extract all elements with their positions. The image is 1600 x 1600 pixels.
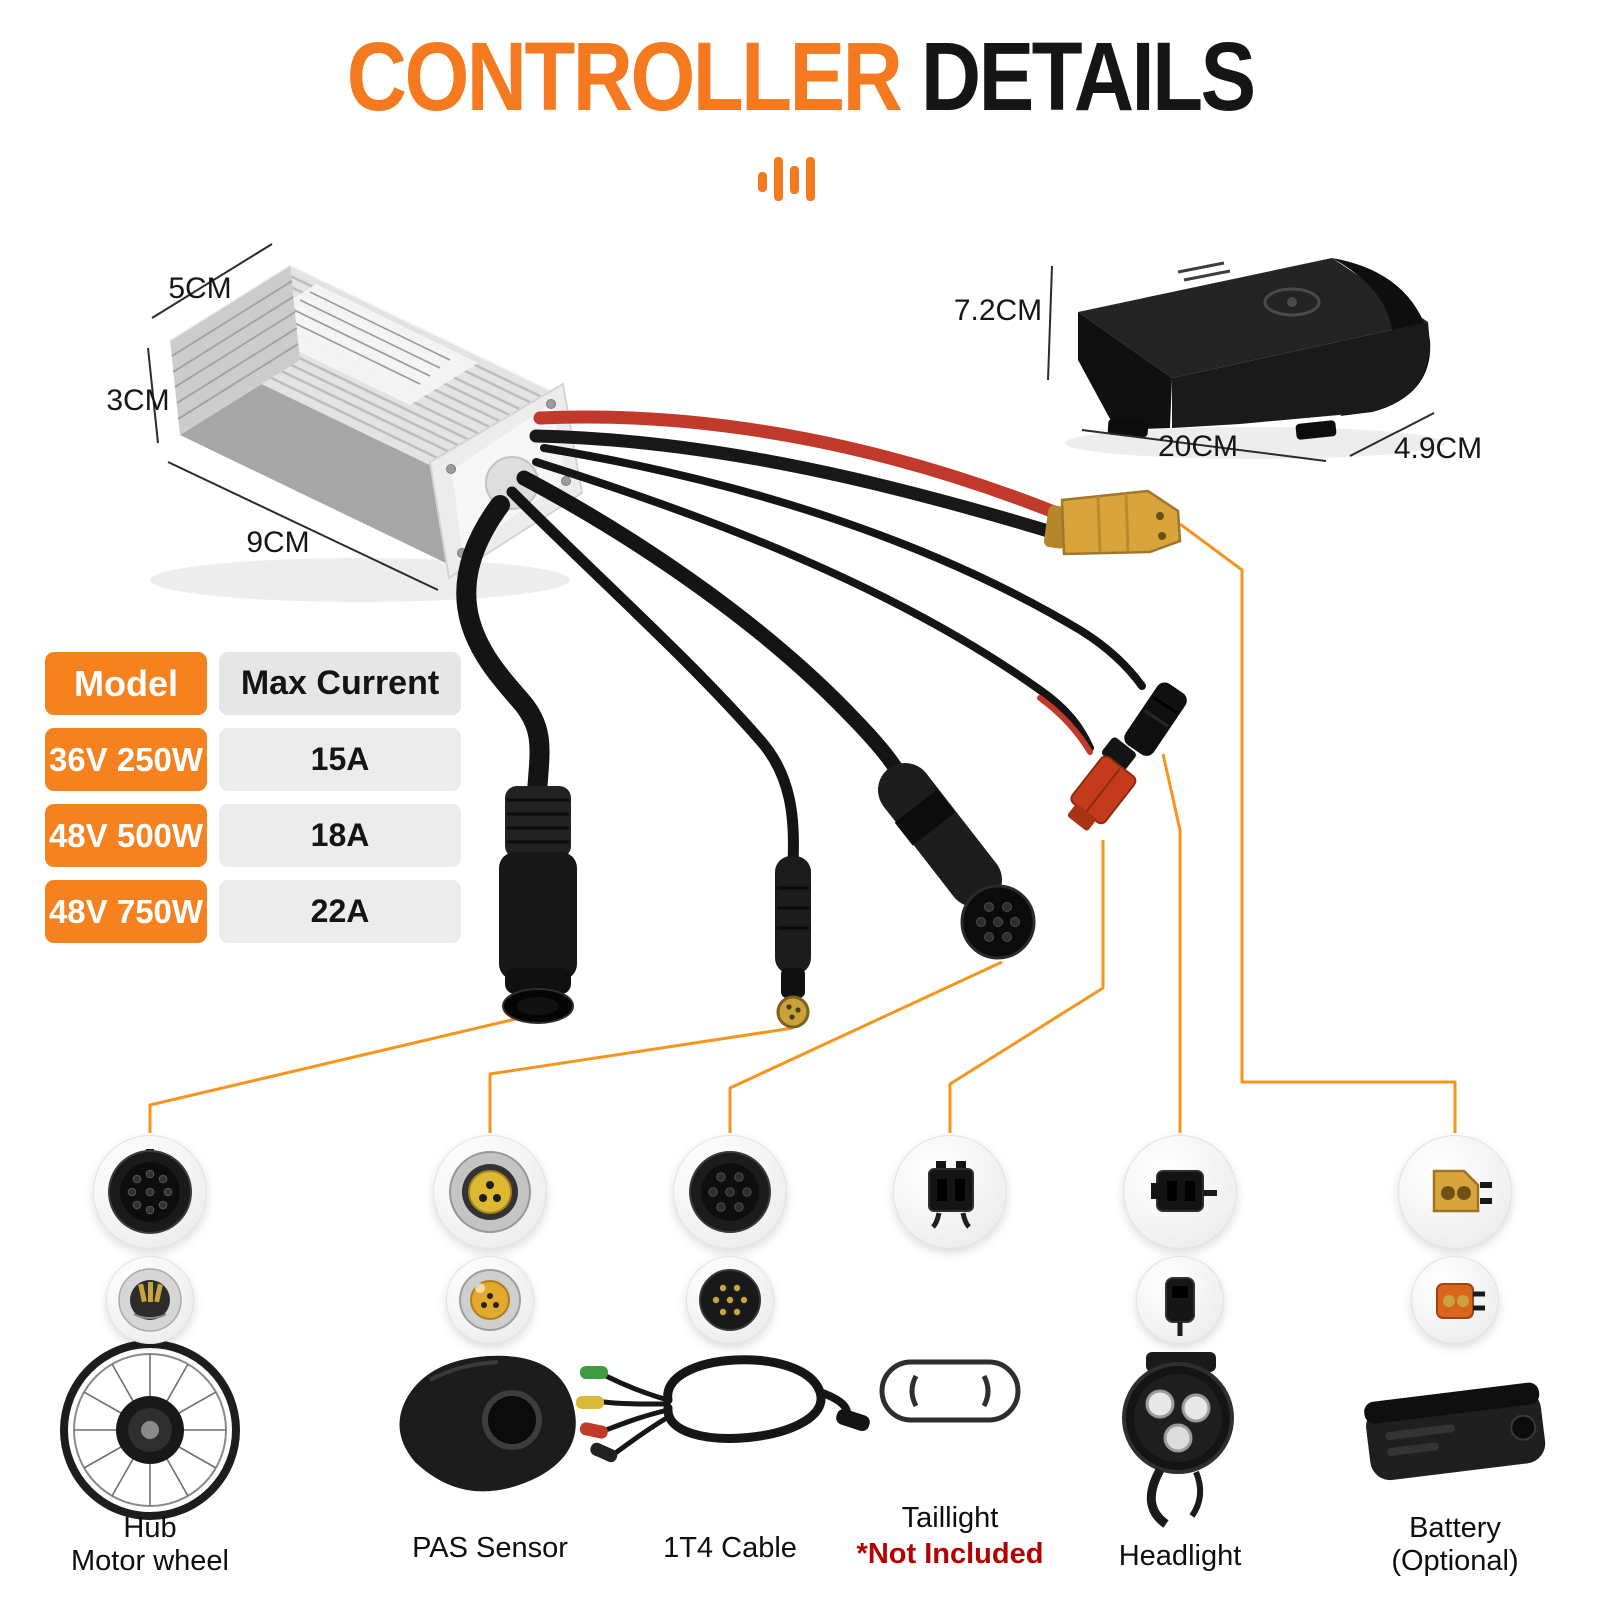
dimension-lines — [147, 243, 1435, 591]
spec-row-3: 48V 750W 22A — [45, 880, 461, 943]
battery-image — [1364, 1382, 1546, 1481]
spec-model-3: 48V 750W — [45, 880, 207, 943]
controller-height-label: 3CM — [106, 384, 170, 417]
label-line: Headlight — [1118, 1540, 1242, 1572]
display-pins-photo — [686, 1256, 774, 1344]
label-line: Taillight — [901, 1502, 999, 1534]
spec-header-row: Model Max Current — [45, 652, 461, 715]
label-pas-sensor: PAS Sensor — [350, 1532, 630, 1565]
xt60-plug-icon — [1432, 1169, 1492, 1213]
motor-pins-icon — [118, 1268, 182, 1332]
cable-connectors — [499, 489, 1187, 1029]
headlight-plug-photo — [1136, 1256, 1224, 1344]
pas-plug-icon — [449, 1151, 531, 1233]
sm-connector — [1067, 737, 1137, 831]
controller-length-label: 9CM — [246, 526, 310, 559]
spec-header-current: Max Current — [219, 652, 461, 715]
spec-header-model: Model — [45, 652, 207, 715]
pas-connector-photo — [433, 1135, 547, 1249]
label-line: 1T4 Cable — [663, 1532, 797, 1564]
headlight-connector — [1124, 682, 1187, 756]
spec-table: Model Max Current 36V 250W 15A 48V 500W … — [45, 652, 461, 956]
motor-connector — [499, 786, 577, 1024]
headlight-image — [1122, 1352, 1234, 1528]
sm-plug-icon — [928, 1161, 974, 1229]
display-pins-icon — [699, 1269, 761, 1331]
controller-cables — [456, 410, 1146, 868]
motor-pins-photo — [106, 1256, 194, 1344]
spec-row-1: 36V 250W 15A — [45, 728, 461, 791]
two-pin-plug-icon — [1151, 1170, 1217, 1212]
label-line: Motor wheel — [71, 1545, 229, 1577]
spec-row-2: 48V 500W 18A — [45, 804, 461, 867]
pas-socket-photo — [446, 1256, 534, 1344]
spec-current-3: 22A — [219, 880, 461, 943]
1t4-cable-image — [576, 1355, 870, 1463]
not-included-note: *Not Included — [856, 1538, 1044, 1570]
title-word-details: DETAILS — [920, 22, 1256, 131]
pas-socket-icon — [459, 1269, 521, 1331]
spec-current-2: 18A — [219, 804, 461, 867]
cover-depth-label: 4.9CM — [1393, 432, 1483, 465]
pas-sensor-image — [399, 1355, 576, 1492]
title-word-controller: CONTROLLER — [346, 22, 903, 131]
spec-model-1: 36V 250W — [45, 728, 207, 791]
spec-current-1: 15A — [219, 728, 461, 791]
spec-model-2: 48V 500W — [45, 804, 207, 867]
hub-motor-wheel-image — [60, 1340, 240, 1520]
battery-connector-photo — [1398, 1135, 1512, 1249]
equalizer-bars-icon — [758, 157, 815, 201]
label-1t4-cable: 1T4 Cable — [590, 1532, 870, 1565]
headlight-plug-icon — [1165, 1277, 1195, 1336]
label-headlight: Headlight — [1040, 1540, 1320, 1573]
taillight-connector-photo — [893, 1135, 1007, 1249]
label-hub-motor-wheel: Hub Motor wheel — [10, 1512, 290, 1578]
display-connector-photo — [673, 1135, 787, 1249]
connector-routing-lines — [148, 522, 1457, 1133]
cover-height-label: 7.2CM — [953, 294, 1043, 327]
display-connector — [878, 763, 1036, 960]
label-line: Battery — [1409, 1512, 1501, 1544]
label-line: Hub — [123, 1512, 177, 1544]
display-plug-icon — [689, 1151, 771, 1233]
cover-length-label: 20CM — [1157, 430, 1239, 463]
label-line: PAS Sensor — [412, 1532, 568, 1564]
motor-connector-photo — [93, 1135, 207, 1249]
motor-plug-icon — [108, 1149, 192, 1234]
headlight-connector-photo — [1123, 1135, 1237, 1249]
battery-cover-illustration — [1078, 258, 1431, 440]
xt60-connector — [1043, 489, 1182, 556]
label-taillight: Taillight *Not Included — [810, 1502, 1090, 1571]
xt60-mate-icon — [1436, 1283, 1485, 1319]
label-battery: Battery (Optional) — [1315, 1512, 1595, 1578]
battery-plug-photo — [1411, 1256, 1499, 1344]
pas-connector — [775, 856, 811, 1029]
taillight-image — [879, 1359, 1021, 1423]
label-line: (Optional) — [1391, 1545, 1519, 1577]
controller-width-label: 5CM — [168, 272, 232, 305]
